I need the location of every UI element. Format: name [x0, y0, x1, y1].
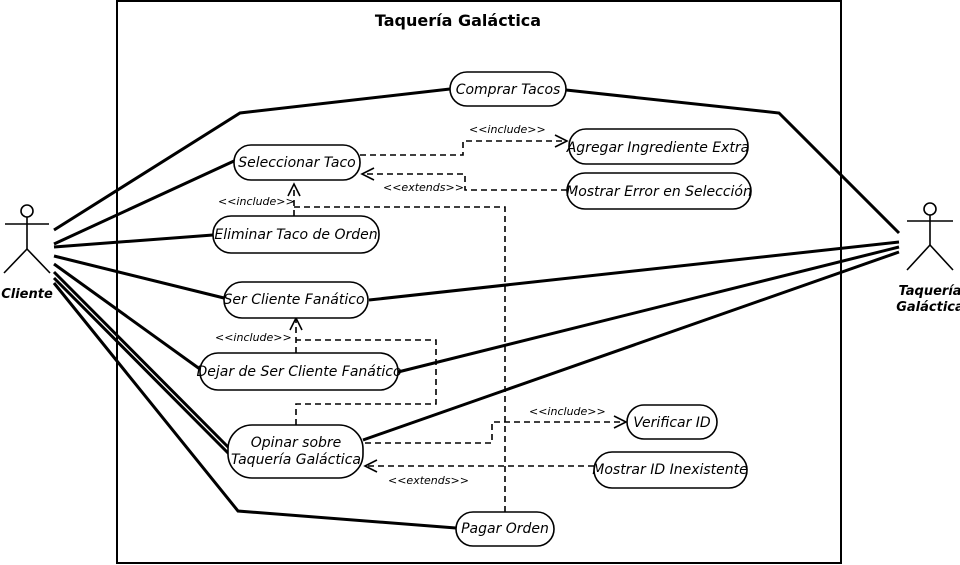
taqueria-associations [362, 88, 901, 442]
use-case-agregar-ingrediente[interactable]: Agregar Ingrediente Extra [566, 128, 750, 165]
use-case-mostrar-id-inexistente[interactable]: Mostrar ID Inexistente [592, 451, 748, 489]
use-case-label: Comprar Tacos [456, 82, 561, 98]
actor-taqueria-galactica[interactable]: Taquería Galáctica [896, 202, 960, 315]
assoc-taqueria-comprar [565, 88, 901, 235]
actor-label: Taquería [898, 284, 960, 299]
assoc-taqueria-fanatico [368, 240, 900, 302]
stereo-include-verificar: <<include>> [529, 405, 606, 418]
assoc-cliente-dejar [53, 262, 205, 374]
assoc-cliente-opinar-b [52, 276, 235, 460]
use-case-label: Verificar ID [633, 415, 711, 431]
arrowhead-eliminar [287, 182, 301, 197]
use-case-label: Ser Cliente Fanático [223, 292, 364, 308]
dep-include-agregar [360, 140, 567, 156]
use-case-label: Agregar Ingrediente Extra [566, 140, 750, 156]
use-case-label: Seleccionar Taco [238, 155, 355, 171]
assoc-cliente-seleccionar [53, 159, 235, 246]
stick-figure-icon [906, 202, 954, 271]
system-boundary [116, 0, 842, 564]
use-case-ser-cliente-fanatico[interactable]: Ser Cliente Fanático [223, 281, 369, 319]
stereo-extends-inexistente: <<extends>> [388, 474, 469, 487]
assoc-cliente-fanatico [53, 254, 225, 300]
use-case-label: Opinar sobre [251, 435, 342, 451]
stereo-include-agregar: <<include>> [469, 123, 546, 136]
stereo-include-eliminar: <<include>> [218, 195, 295, 208]
assoc-cliente-eliminar [53, 233, 214, 249]
arrowhead-error [360, 167, 375, 181]
use-case-pagar-orden[interactable]: Pagar Orden [455, 511, 555, 547]
use-case-seleccionar-taco[interactable]: Seleccionar Taco [233, 144, 361, 181]
dep-include-pagar [294, 206, 506, 512]
stereo-include-dejar: <<include>> [215, 331, 292, 344]
arrowhead-agregar [554, 134, 569, 148]
use-case-label: Mostrar ID Inexistente [592, 462, 748, 478]
use-case-verificar-id[interactable]: Verificar ID [626, 404, 718, 440]
arrowhead-verificar [613, 415, 628, 429]
assoc-taqueria-opinar [362, 250, 900, 442]
assoc-cliente-opinar-a [52, 270, 235, 454]
assoc-cliente-pagar [52, 282, 457, 530]
use-case-mostrar-error[interactable]: Mostrar Error en Selección [566, 172, 752, 210]
dep-include-opinar [295, 339, 437, 425]
use-case-label: Taquería Galáctica [231, 452, 361, 468]
use-case-label: Dejar de Ser Cliente Fanático [196, 364, 401, 380]
dependencies: <<include>> <<extends>> <<include>> <<in… [215, 123, 628, 512]
actor-cliente[interactable]: Cliente [1, 204, 53, 302]
use-case-opinar[interactable]: Opinar sobre Taquería Galáctica [227, 424, 364, 479]
use-case-label: Pagar Orden [461, 521, 549, 537]
stereo-extends-error: <<extends>> [383, 181, 464, 194]
arrowhead-inexistente [363, 459, 378, 473]
use-case-dejar-cliente-fanatico[interactable]: Dejar de Ser Cliente Fanático [196, 352, 402, 391]
system-title: Taquería Galáctica [375, 11, 541, 30]
cliente-associations [52, 87, 457, 530]
stick-figure-icon [3, 204, 51, 274]
actor-label: Cliente [1, 287, 53, 302]
use-case-label: Mostrar Error en Selección [566, 184, 752, 200]
dep-extends-error [362, 173, 567, 191]
assoc-taqueria-dejar [397, 245, 900, 374]
use-case-label: Eliminar Taco de Orden [214, 227, 377, 243]
actor-label: Galáctica [896, 300, 960, 315]
assoc-cliente-comprar [53, 87, 451, 232]
dep-include-verificar [365, 421, 626, 444]
use-case-eliminar-taco[interactable]: Eliminar Taco de Orden [212, 215, 380, 254]
use-case-comprar-tacos[interactable]: Comprar Tacos [449, 71, 567, 107]
